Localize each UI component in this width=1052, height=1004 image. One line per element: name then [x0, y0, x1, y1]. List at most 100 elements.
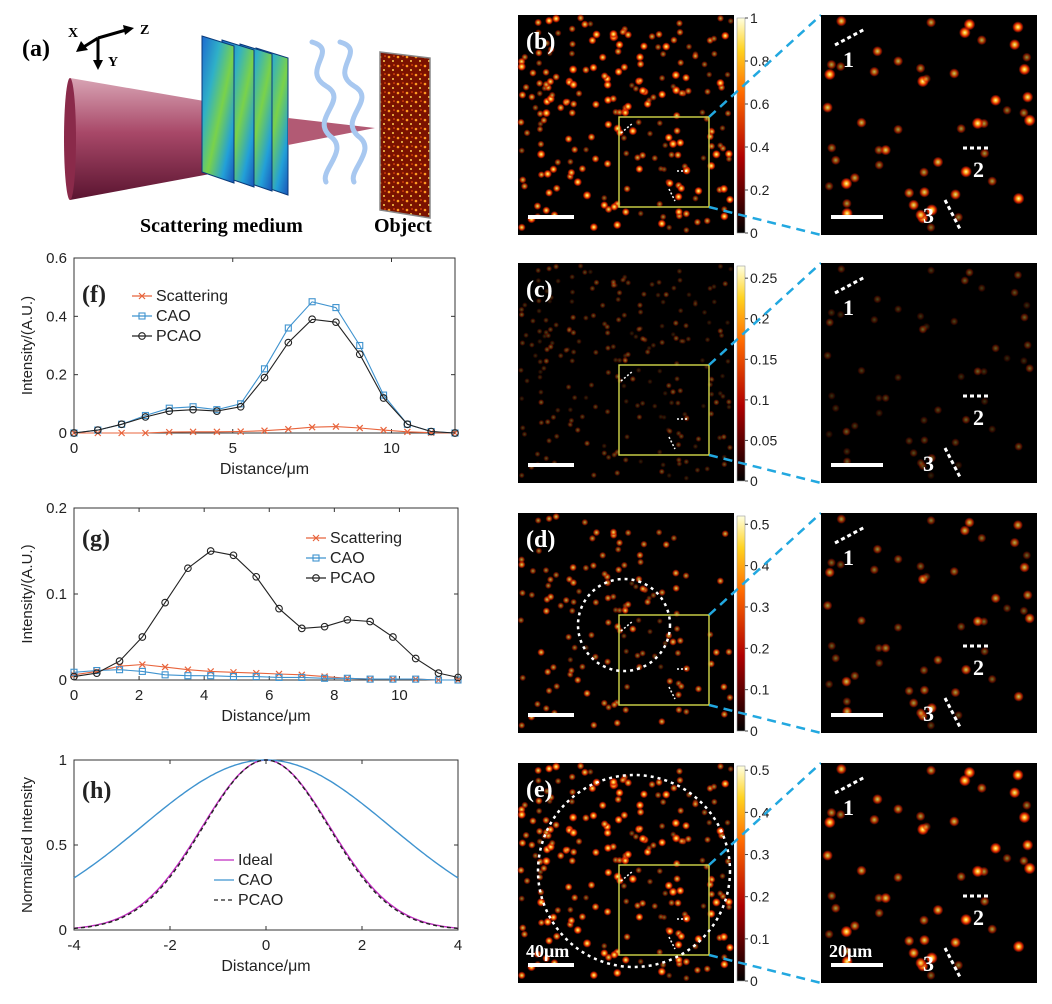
spot [874, 658, 884, 668]
spot [517, 866, 525, 874]
spot [522, 302, 528, 308]
spot [873, 295, 882, 304]
spot [856, 616, 867, 626]
spot [1014, 442, 1023, 451]
spot [823, 68, 836, 81]
spot [536, 110, 544, 118]
spot [535, 547, 543, 555]
spot [893, 804, 904, 815]
colorbar-tick-label: 0.25 [750, 270, 777, 286]
spot [534, 18, 542, 27]
spot [950, 937, 961, 948]
spot [580, 20, 589, 29]
spot [692, 443, 699, 450]
spot [826, 558, 836, 568]
spot [657, 663, 664, 670]
spot [842, 427, 851, 436]
spot [894, 305, 903, 314]
profile-marker-1: 1 [843, 295, 854, 320]
spot [543, 357, 550, 365]
spot [659, 50, 667, 58]
spot [556, 103, 565, 112]
spot [553, 263, 560, 270]
spot [675, 767, 683, 775]
spot [718, 332, 725, 339]
spot [616, 607, 623, 614]
spot [518, 472, 525, 479]
spot [1022, 301, 1031, 310]
spot [587, 269, 594, 275]
spot [636, 551, 644, 559]
spot [1002, 105, 1012, 115]
x-tick-label: -2 [163, 937, 176, 954]
spot [976, 35, 987, 46]
spot [623, 933, 631, 941]
data-marker [284, 338, 293, 347]
spot [534, 700, 541, 708]
spot [552, 932, 561, 941]
data-marker [297, 624, 306, 633]
spot [674, 375, 680, 382]
data-marker [355, 350, 364, 359]
spot [575, 837, 583, 845]
spot [666, 224, 673, 231]
spot [568, 857, 576, 865]
spot [1003, 354, 1011, 363]
roi-marker [620, 620, 634, 632]
spot [615, 856, 624, 864]
spot [623, 185, 631, 193]
spot [823, 816, 836, 829]
spot [1023, 114, 1036, 127]
spot [637, 210, 644, 217]
data-marker [161, 663, 169, 671]
spot [549, 165, 558, 174]
spot [915, 811, 926, 822]
spot [660, 462, 666, 468]
data-marker [230, 668, 237, 676]
axis-triad [81, 28, 127, 64]
spot [613, 968, 622, 978]
spot [570, 893, 579, 902]
data-marker [332, 423, 340, 431]
spot [567, 168, 576, 177]
spot [543, 39, 551, 47]
spot [835, 809, 846, 820]
spot [683, 322, 689, 329]
x-tick-label: 8 [330, 687, 338, 704]
spot [582, 814, 590, 822]
spot [551, 14, 561, 23]
spot [603, 828, 612, 838]
spot [980, 646, 990, 656]
data-marker [366, 675, 374, 683]
spot [926, 970, 936, 980]
spot [704, 88, 711, 96]
zoom-connector [708, 262, 822, 366]
spot [600, 72, 609, 80]
spot [530, 318, 536, 324]
spot [1025, 363, 1035, 373]
spot [658, 838, 667, 847]
spot [676, 28, 684, 36]
spot [646, 878, 654, 885]
panel-label: (g) [82, 526, 110, 552]
data-marker [321, 674, 329, 682]
x-axis-label: Distance/μm [221, 958, 310, 975]
spot [604, 579, 612, 587]
spot [620, 811, 629, 820]
scattered-wavefronts [309, 39, 368, 185]
spot [575, 588, 583, 595]
data-marker [142, 429, 149, 437]
spot [657, 165, 664, 172]
spot [700, 154, 707, 162]
spot [677, 387, 684, 394]
spot [893, 554, 903, 564]
spot [707, 161, 716, 171]
data-marker [379, 394, 388, 402]
spot [960, 276, 970, 285]
spot [651, 154, 659, 162]
spot [519, 176, 527, 184]
roi-box [618, 364, 710, 456]
spot [682, 957, 691, 966]
spot [621, 857, 630, 865]
